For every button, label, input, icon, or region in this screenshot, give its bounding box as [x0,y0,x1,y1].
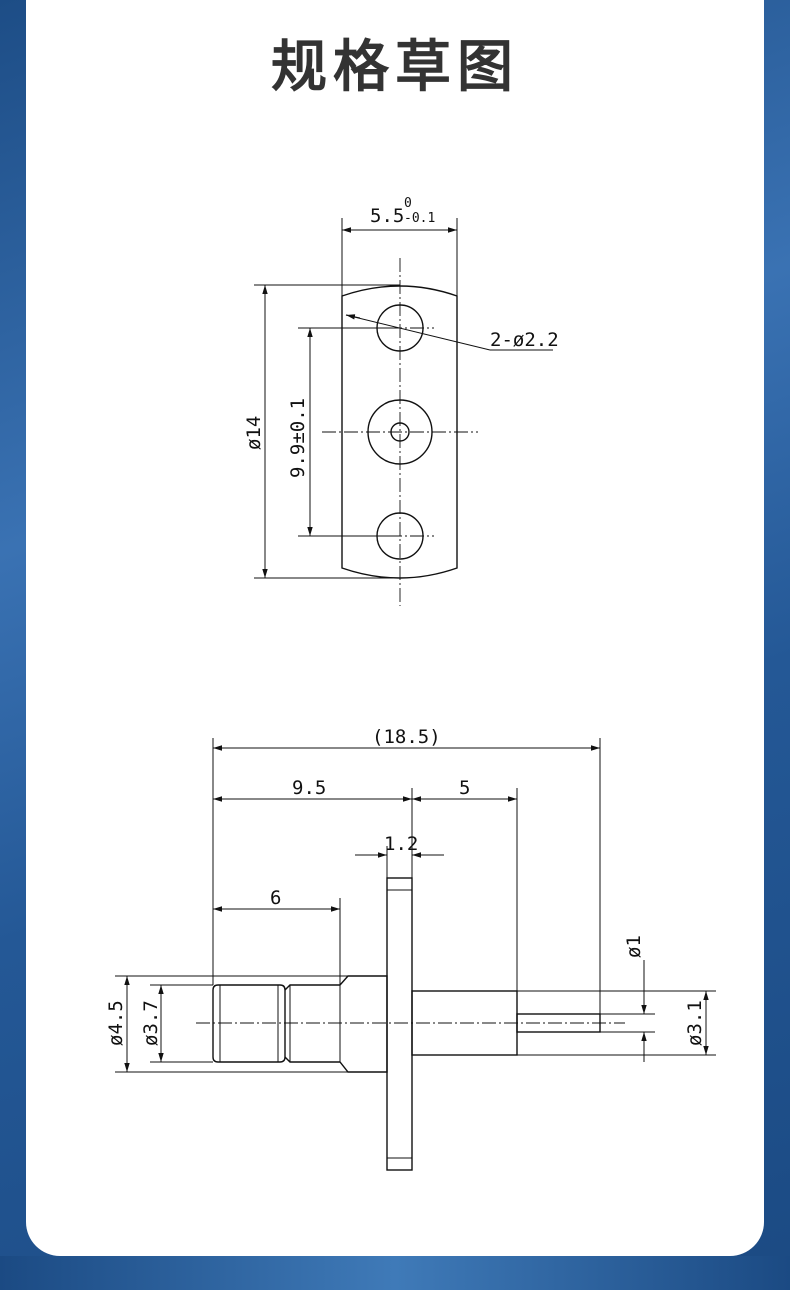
rear-length-dim: 5 [459,777,470,799]
flange-thickness-dim: 1.2 [384,833,418,855]
front-length-dim: 9.5 [292,777,326,799]
width-dim-lower-tol: -0.1 [404,211,435,226]
width-dim-main: 5.5 [370,205,404,227]
outer-diameter-dim: ø4.5 [105,1000,127,1046]
flange-outline [341,285,458,579]
page-title: 规格草图 [271,35,519,100]
flange-side [386,877,413,1171]
content-card [26,0,764,1256]
height-dim: ø14 [243,416,265,450]
hole-dim: 2-ø2.2 [490,329,559,351]
bottom-strip [0,1256,790,1290]
connector-side-view: (18.5) 9.5 5 1.2 6 ø4.5 ø3.7 ø1 [105,726,716,1171]
front-section-dim: 6 [270,887,281,909]
flange-top-view: 5.5 0 -0.1 2-ø2.2 ø14 9.9±0.1 [243,196,559,606]
front-body [212,984,286,1063]
pitch-dim: 9.9±0.1 [287,398,309,478]
inner-diameter-dim: ø3.7 [140,1000,162,1046]
width-dim-upper-tol: 0 [404,196,412,211]
rear-diameter-dim: ø3.1 [684,1000,706,1046]
total-length-dim: (18.5) [372,726,441,748]
pin-diameter-dim: ø1 [623,935,645,958]
